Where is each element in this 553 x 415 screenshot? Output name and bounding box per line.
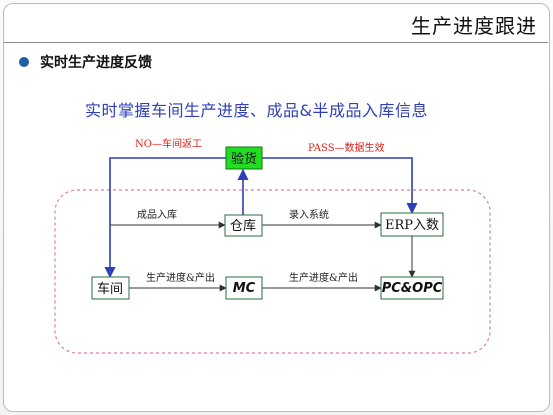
warehouse-node (224, 214, 263, 237)
finished-in-label: 成品入库 (137, 208, 177, 221)
progress-to-pc-label: 生产进度&产出 (289, 271, 358, 284)
warehouse-node-label: 仓库 (230, 218, 256, 234)
pcopc-node (380, 276, 444, 300)
diagram-subtitle: 实时掌握车间生产进度、成品&半成品入库信息 (85, 101, 428, 120)
bullet-heading: 实时生产进度反馈 (40, 55, 152, 71)
rework-connector (104, 157, 226, 279)
progress-to-mc-label: 生产进度&产出 (146, 271, 215, 284)
mc-node (225, 276, 263, 300)
erp-node-label: ERP入数 (385, 218, 439, 233)
pcopc-node-label: PC&OPC (382, 281, 443, 296)
inspect-node-label: 验货 (231, 151, 257, 167)
inspect-node (225, 146, 263, 170)
pass-connector (260, 157, 418, 215)
workshop-boundary (54, 189, 491, 354)
title-divider (4, 42, 548, 43)
rework-label: NO—车间返工 (135, 137, 202, 150)
erp-node (380, 212, 444, 237)
workshop-node-label: 车间 (97, 281, 123, 297)
workshop-node (91, 276, 130, 300)
slide-frame (3, 3, 550, 412)
slide-title: 生产进度跟进 (411, 14, 537, 38)
bullet-dot-icon (19, 57, 29, 67)
mc-node-label: MC (233, 281, 256, 296)
enter-system-label: 录入系统 (289, 208, 329, 221)
pass-label: PASS—数据生效 (308, 141, 385, 154)
